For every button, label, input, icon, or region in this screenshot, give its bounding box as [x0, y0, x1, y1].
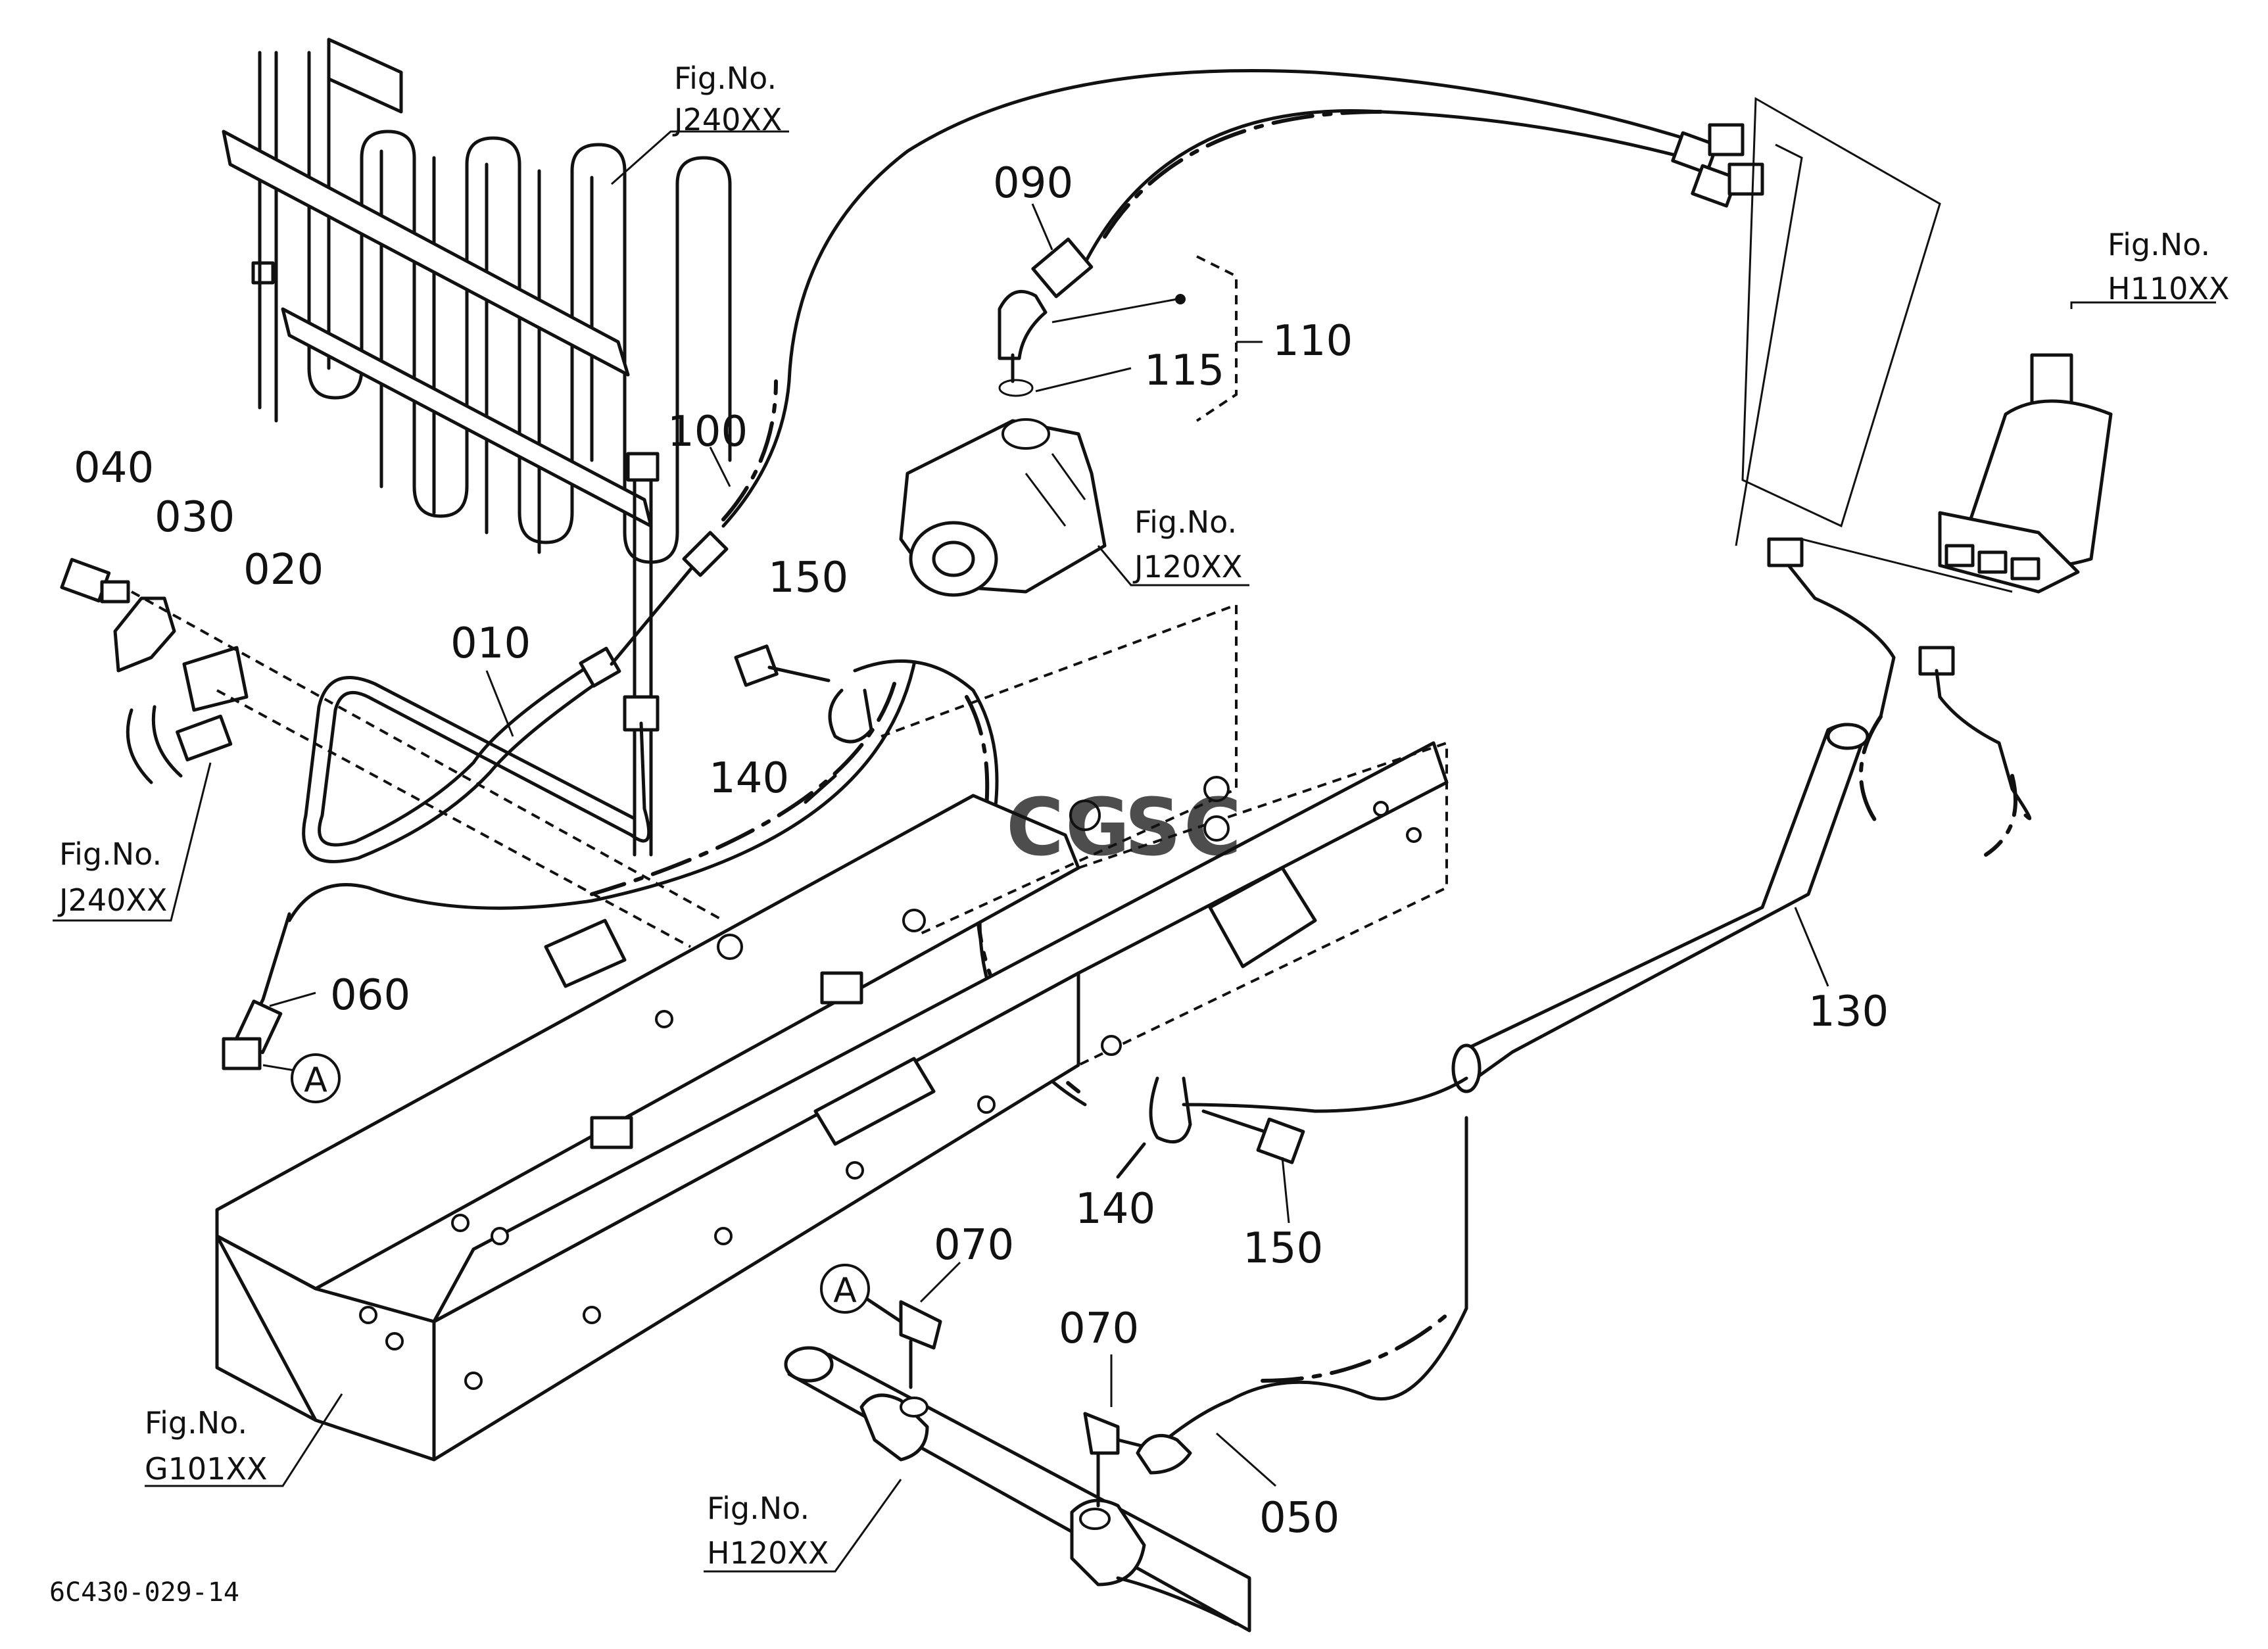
protector-130-drawing [1451, 723, 1870, 1093]
part-label-040: 040 [74, 444, 154, 492]
pipe-010-drawing [302, 646, 651, 863]
frame-drawing [145, 603, 1449, 1487]
connector-a-bottom: A [833, 1271, 857, 1310]
fig-ref-code-cylinder: H120XX [707, 1535, 829, 1571]
fig-ref-code-radiator-top: J240XX [672, 102, 782, 137]
drawing-number: 6C430-029-14 [49, 1577, 239, 1608]
connector-a-circle-bottom [820, 1264, 870, 1314]
fig-ref-code-steering: H110XX [2108, 271, 2229, 306]
watermark-letter: G [1065, 782, 1130, 874]
fig-ref-title-radiator-top: Fig.No. [674, 60, 777, 96]
watermark-letter: C [1006, 782, 1064, 874]
part-labels: 040 030 020 010 100 090 110 115 150 140 … [74, 159, 1889, 1542]
oil-cooler-drawing [222, 37, 789, 857]
steering-unit-drawing [1735, 97, 2216, 594]
watermark-letter: C [1184, 782, 1242, 874]
pump-fitting-drawing [899, 255, 1263, 597]
connector-a-circle-top [291, 1053, 341, 1103]
part-label-100: 100 [667, 408, 748, 456]
part-label-140-lower: 140 [1075, 1185, 1155, 1233]
part-label-060: 060 [330, 971, 410, 1020]
part-label-030: 030 [155, 493, 235, 542]
fig-ref-title-steering: Fig.No. [2108, 227, 2210, 262]
steering-cylinder-drawing [704, 1346, 1251, 1633]
hose-100-drawing [610, 69, 1685, 666]
clamp-bracket-drawing [53, 558, 724, 948]
part-label-070-right: 070 [1059, 1304, 1139, 1353]
part-label-115: 115 [1144, 347, 1224, 395]
part-label-050: 050 [1259, 1494, 1339, 1542]
hose-090-drawing [1031, 109, 1764, 299]
elbow-hose-drawing [859, 1116, 1468, 1508]
part-label-090: 090 [993, 159, 1073, 208]
part-label-070-left: 070 [934, 1221, 1014, 1270]
connector-a-top: A [304, 1061, 327, 1100]
part-label-010: 010 [450, 619, 531, 668]
fig-ref-title-cylinder: Fig.No. [707, 1491, 809, 1526]
part-label-150-upper: 150 [768, 554, 848, 602]
figure-references: Fig.No. J240XX Fig.No. J240XX Fig.No. J1… [57, 60, 2229, 1571]
part-label-110: 110 [1272, 317, 1353, 366]
connector-marks: A A [291, 1053, 870, 1314]
watermark-letter: S [1124, 782, 1181, 874]
fig-ref-code-frame: G101XX [145, 1451, 267, 1487]
hose-060-drawing [222, 662, 916, 1073]
fig-ref-title-frame: Fig.No. [145, 1405, 247, 1441]
part-label-020: 020 [243, 546, 324, 594]
fig-ref-title-radiator-left: Fig.No. [59, 836, 162, 872]
part-label-150-lower: 150 [1243, 1224, 1323, 1273]
fig-ref-title-pump: Fig.No. [1134, 504, 1237, 540]
fig-ref-code-radiator-left: J240XX [57, 882, 167, 918]
part-label-130: 130 [1808, 988, 1889, 1036]
part-label-140-upper: 140 [709, 754, 789, 803]
fig-ref-code-pump: J120XX [1132, 549, 1242, 585]
steering-hoses-drawing [1767, 537, 2032, 857]
